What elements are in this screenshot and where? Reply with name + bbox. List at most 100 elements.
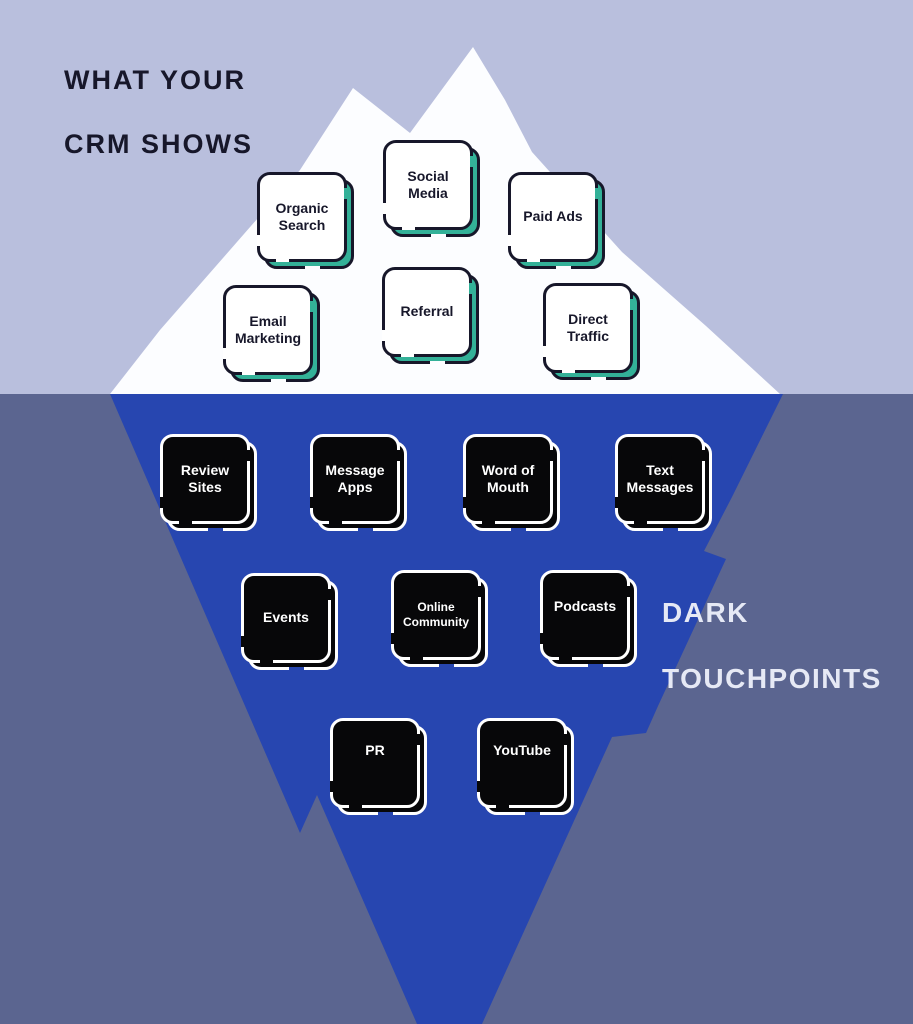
- card-border-gap-bottom: [496, 805, 509, 808]
- card-border-gap-right: [247, 450, 250, 461]
- card-border-gap-left: [241, 636, 244, 647]
- dark-touchpoints-heading-line2: TOUCHPOINTS: [662, 663, 882, 694]
- card-label: Events: [263, 609, 309, 626]
- card-border-gap-bottom: [402, 227, 415, 230]
- card-border-gap-right: [469, 283, 472, 294]
- card-border-gap-right: [595, 188, 598, 199]
- card-shadow-border-gap: [556, 266, 571, 269]
- card-border-gap-left: [310, 497, 313, 508]
- card-label: Online Community: [403, 600, 469, 629]
- card-border-gap-bottom: [349, 805, 362, 808]
- card-border-gap-left: [477, 781, 480, 792]
- touchpoint-card-organic-search: Organic Search: [257, 172, 354, 269]
- card-shadow-border-gap: [305, 266, 320, 269]
- touchpoint-card-review-sites: Review Sites: [160, 434, 257, 531]
- card-border-gap-left: [391, 633, 394, 644]
- card-border-gap-left: [543, 346, 546, 357]
- touchpoint-card-social-media: Social Media: [383, 140, 480, 237]
- card-border-gap-bottom: [242, 372, 255, 375]
- card-border-gap-right: [397, 450, 400, 461]
- card-shadow-border-gap: [289, 667, 304, 670]
- touchpoint-card-online-community: Online Community: [391, 570, 488, 667]
- dark-touchpoints-heading-line1: DARK: [662, 597, 749, 628]
- card-border-gap-right: [627, 586, 630, 597]
- card-shadow-border-gap: [271, 379, 286, 382]
- card-label: Email Marketing: [234, 312, 302, 347]
- card-shadow-border-gap: [663, 528, 678, 531]
- card-face: Word of Mouth: [463, 434, 553, 524]
- touchpoint-card-direct-traffic: Direct Traffic: [543, 283, 640, 380]
- card-border-gap-right: [702, 450, 705, 461]
- card-border-gap-right: [470, 156, 473, 167]
- card-border-gap-right: [550, 450, 553, 461]
- touchpoint-card-referral: Referral: [382, 267, 479, 364]
- card-shadow-border-gap: [511, 528, 526, 531]
- card-border-gap-left: [508, 235, 511, 246]
- card-border-gap-left: [615, 497, 618, 508]
- card-border-gap-bottom: [527, 259, 540, 262]
- iceberg-below-water-shape: [110, 394, 783, 1024]
- touchpoint-card-text-messages: Text Messages: [615, 434, 712, 531]
- card-label: Message Apps: [325, 461, 385, 496]
- card-border-gap-right: [564, 734, 567, 745]
- touchpoint-card-youtube: YouTube: [477, 718, 574, 815]
- card-border-gap-right: [630, 299, 633, 310]
- card-face: Podcasts: [540, 570, 630, 660]
- card-border-gap-left: [383, 203, 386, 214]
- touchpoint-card-message-apps: Message Apps: [310, 434, 407, 531]
- touchpoint-card-word-of-mouth: Word of Mouth: [463, 434, 560, 531]
- card-border-gap-bottom: [634, 521, 647, 524]
- card-border-gap-bottom: [482, 521, 495, 524]
- card-border-gap-left: [223, 348, 226, 359]
- card-border-gap-bottom: [401, 354, 414, 357]
- card-label: Social Media: [407, 167, 449, 202]
- touchpoint-card-email-marketing: Email Marketing: [223, 285, 320, 382]
- card-border-gap-left: [382, 330, 385, 341]
- crm-heading-line1: WHAT YOUR: [64, 65, 246, 95]
- card-shadow-border-gap: [525, 812, 540, 815]
- card-border-gap-bottom: [179, 521, 192, 524]
- card-label: Direct Traffic: [566, 310, 609, 345]
- card-border-gap-bottom: [562, 370, 575, 373]
- card-shadow-border-gap: [358, 528, 373, 531]
- card-label: Text Messages: [626, 461, 694, 496]
- card-border-gap-bottom: [410, 657, 423, 660]
- touchpoint-card-paid-ads: Paid Ads: [508, 172, 605, 269]
- card-border-gap-right: [328, 589, 331, 600]
- card-face: Direct Traffic: [543, 283, 633, 373]
- card-border-gap-left: [540, 633, 543, 644]
- card-shadow-border-gap: [591, 377, 606, 380]
- card-border-gap-right: [417, 734, 420, 745]
- card-border-gap-right: [344, 188, 347, 199]
- card-label: Word of Mouth: [481, 461, 535, 496]
- card-label: Podcasts: [553, 598, 617, 615]
- dark-touchpoints-heading: DARK TOUCHPOINTS: [662, 596, 882, 695]
- card-face: Paid Ads: [508, 172, 598, 262]
- card-face: Events: [241, 573, 331, 663]
- card-label: PR: [365, 742, 385, 759]
- card-border-gap-left: [463, 497, 466, 508]
- card-shadow-border-gap: [431, 234, 446, 237]
- card-label: Paid Ads: [523, 208, 583, 225]
- touchpoint-card-pr: PR: [330, 718, 427, 815]
- crm-heading: WHAT YOUR CRM SHOWS: [64, 64, 253, 160]
- card-face: Organic Search: [257, 172, 347, 262]
- card-border-gap-bottom: [329, 521, 342, 524]
- card-border-gap-bottom: [559, 657, 572, 660]
- card-face: Online Community: [391, 570, 481, 660]
- card-face: Referral: [382, 267, 472, 357]
- card-face: Text Messages: [615, 434, 705, 524]
- card-label: Organic Search: [275, 199, 329, 234]
- card-border-gap-left: [160, 497, 163, 508]
- card-face: Review Sites: [160, 434, 250, 524]
- card-border-gap-bottom: [276, 259, 289, 262]
- card-shadow-border-gap: [588, 664, 603, 667]
- card-border-gap-right: [478, 586, 481, 597]
- card-border-gap-right: [310, 301, 313, 312]
- card-face: Message Apps: [310, 434, 400, 524]
- card-border-gap-bottom: [260, 660, 273, 663]
- card-shadow-border-gap: [430, 361, 445, 364]
- card-face: Social Media: [383, 140, 473, 230]
- card-shadow-border-gap: [439, 664, 454, 667]
